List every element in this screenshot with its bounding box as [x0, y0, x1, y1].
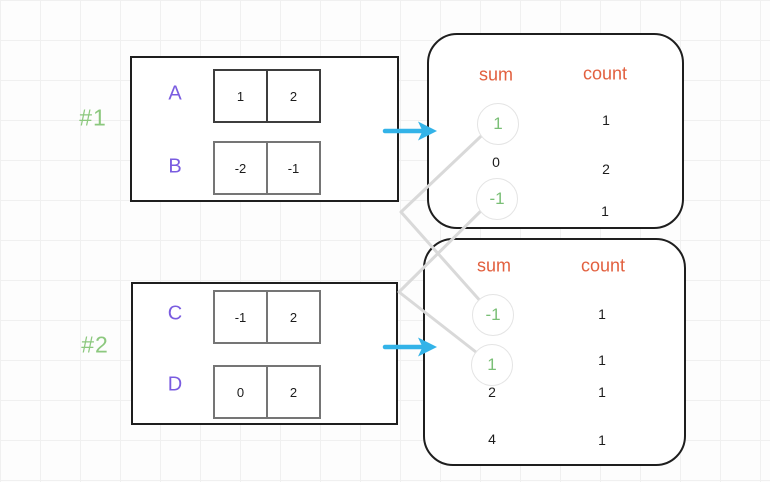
count-value: 2 — [602, 161, 610, 177]
count-value: 1 — [602, 112, 610, 128]
array-cell: 1 — [213, 69, 268, 123]
sum-value: 0 — [492, 154, 500, 170]
example-2-input-box: C -1 2 D 0 2 — [131, 282, 398, 425]
sum-value: 4 — [488, 431, 496, 447]
sum-value-circled: -1 — [476, 178, 518, 220]
count-header: count — [580, 255, 626, 276]
array-cell: 2 — [266, 290, 321, 344]
array-cell: 2 — [266, 69, 321, 123]
array-c-cells: -1 2 — [213, 290, 321, 344]
array-cell: -1 — [213, 290, 268, 344]
sum-header: sum — [478, 64, 514, 85]
count-value: 1 — [598, 352, 606, 368]
array-b-name: B — [168, 155, 182, 178]
array-a-cells: 1 2 — [213, 69, 321, 123]
count-value: 1 — [598, 384, 606, 400]
count-value: 1 — [598, 306, 606, 322]
sum-value-circled: 1 — [477, 103, 519, 145]
array-d-name: D — [167, 373, 183, 396]
array-a-name: A — [168, 82, 182, 105]
example-1-label: #1 — [79, 104, 107, 131]
sum-value: 2 — [488, 384, 496, 400]
sum-value-circled: 1 — [471, 344, 513, 386]
array-cell: -2 — [213, 141, 268, 195]
count-header: count — [582, 63, 628, 84]
example-2-label: #2 — [81, 331, 109, 358]
array-cell: 0 — [213, 365, 268, 419]
example-1-input-box: A 1 2 B -2 -1 — [130, 56, 399, 202]
sum-value-circled: -1 — [472, 294, 514, 336]
example-1-result-box: sum count 1 1 0 2 -1 1 — [427, 33, 684, 229]
array-c-name: C — [167, 302, 183, 325]
array-cell: -1 — [266, 141, 321, 195]
array-d-cells: 0 2 — [213, 365, 321, 419]
example-2-result-box: sum count -1 1 1 1 2 1 4 1 — [423, 238, 686, 466]
sum-header: sum — [476, 255, 512, 276]
array-cell: 2 — [266, 365, 321, 419]
count-value: 1 — [601, 203, 609, 219]
array-b-cells: -2 -1 — [213, 141, 321, 195]
count-value: 1 — [598, 432, 606, 448]
